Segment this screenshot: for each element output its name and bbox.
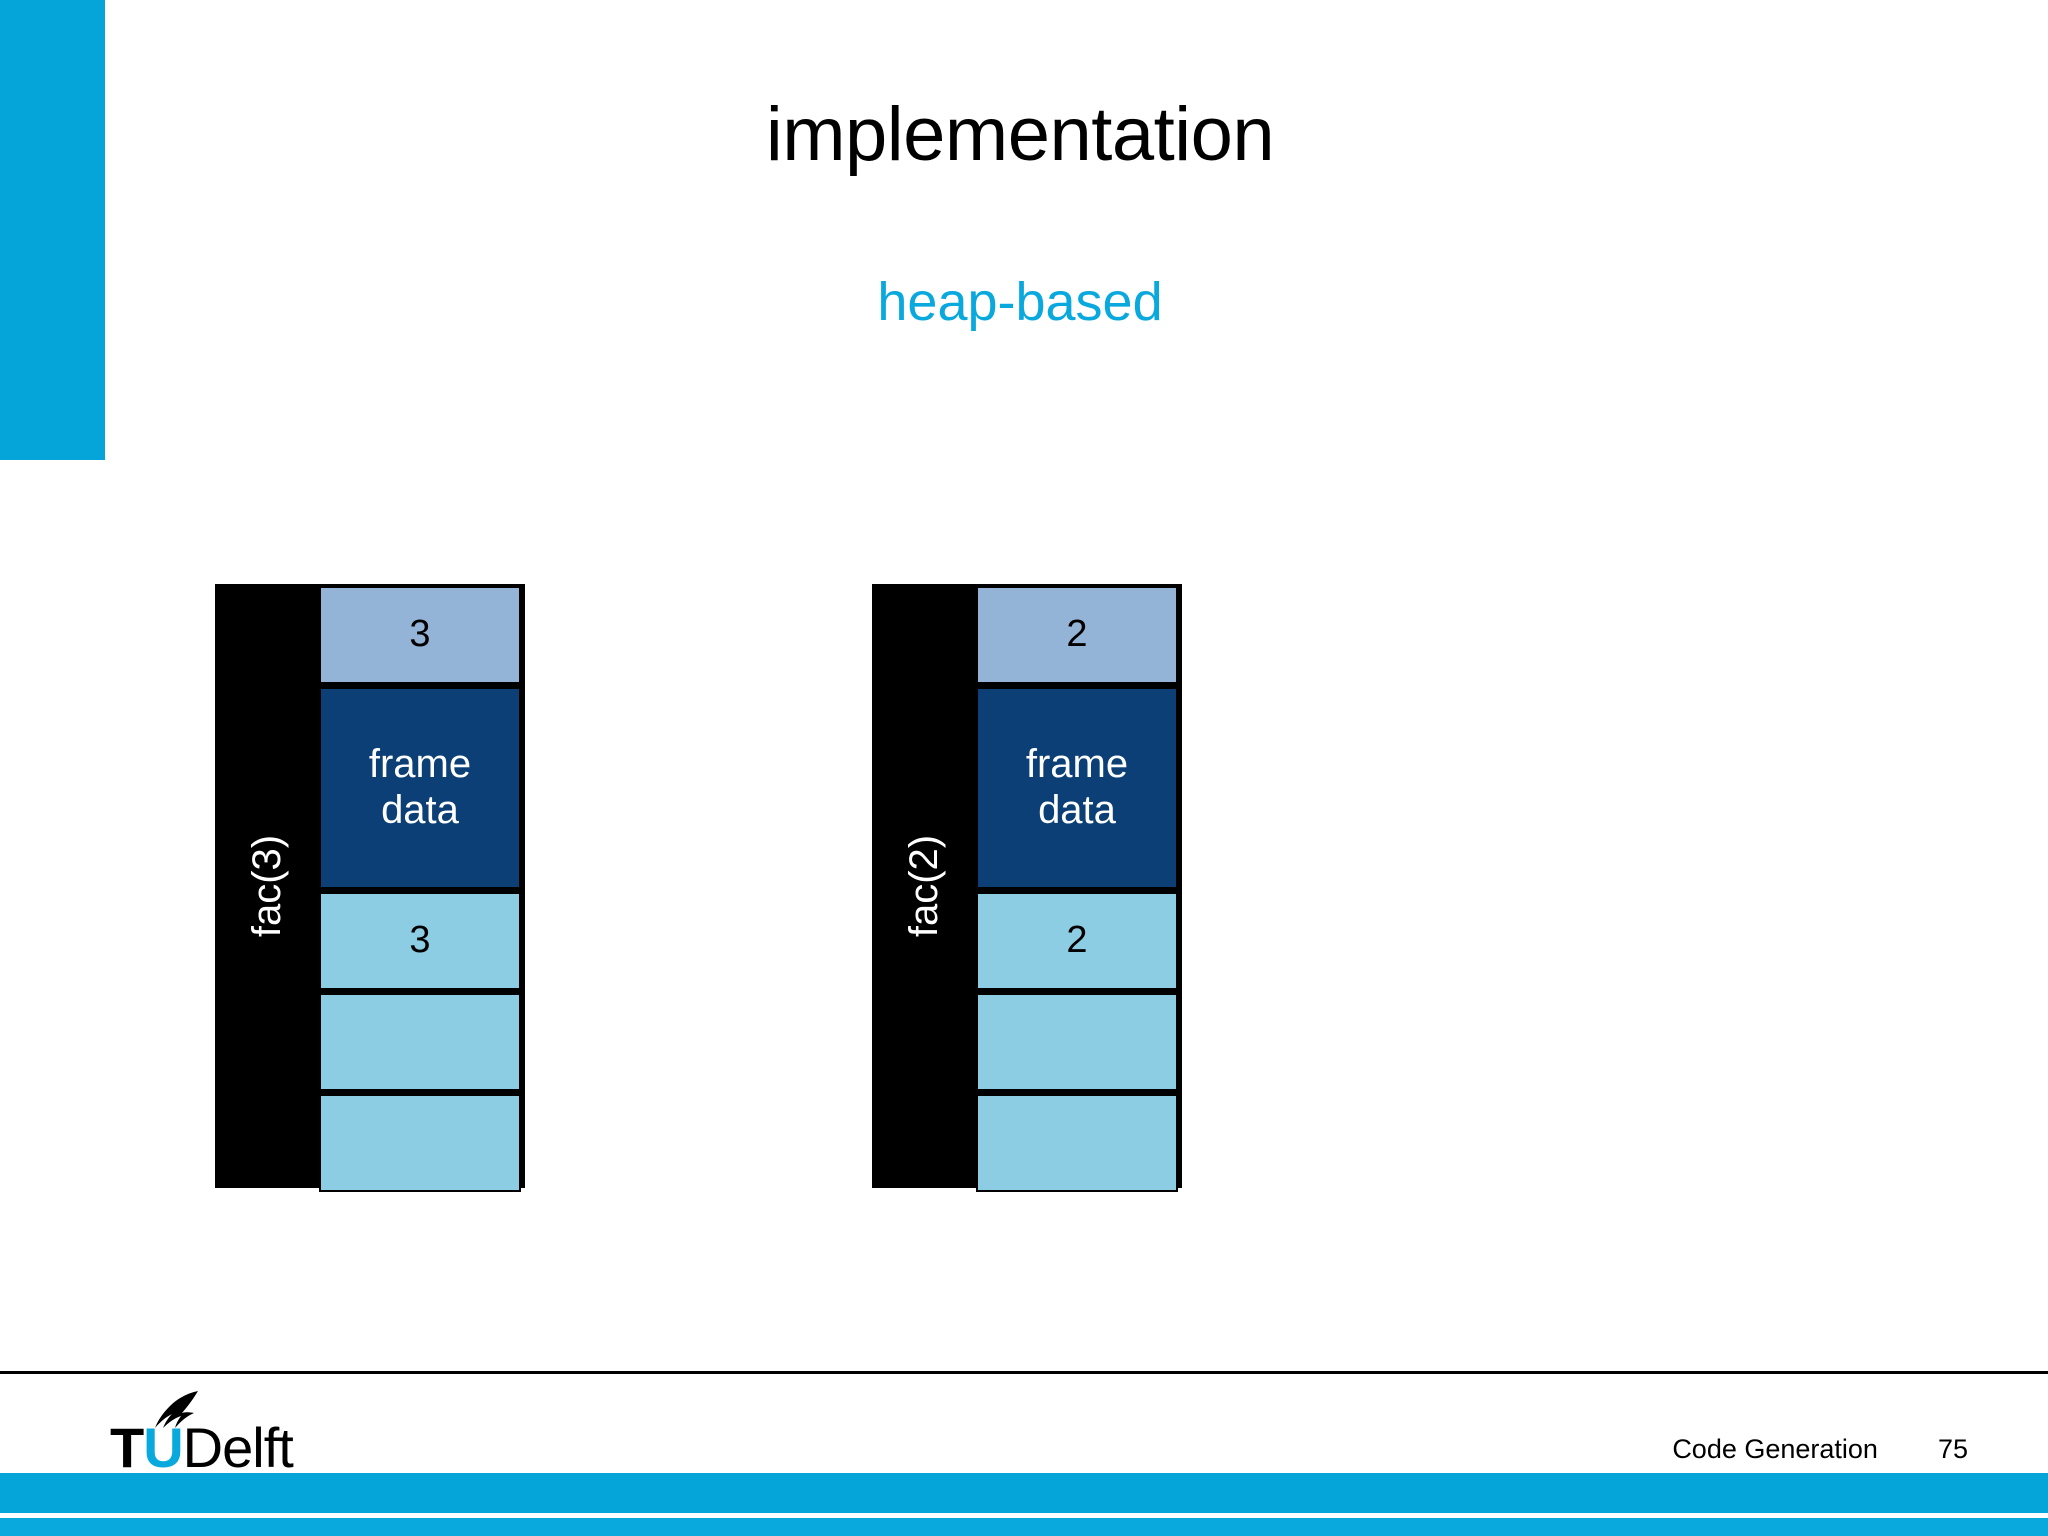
cell-empty-1	[319, 993, 521, 1091]
footer-meta: Code Generation 75	[1672, 1434, 1968, 1465]
bottom-accent-bar-secondary	[0, 1518, 2048, 1536]
footer-section-label: Code Generation	[1672, 1434, 1878, 1464]
footer-divider	[0, 1371, 2048, 1374]
frame-label-text: fac(2)	[902, 834, 946, 938]
cell-argument: 2	[976, 586, 1178, 684]
tudelft-logo: TUDelft	[110, 1390, 410, 1476]
bottom-accent-gap	[0, 1513, 2048, 1518]
cell-empty-1	[976, 993, 1178, 1091]
cell-empty-2	[319, 1094, 521, 1192]
frame-label-fac3: fac(3)	[215, 584, 319, 1188]
tudelft-wordmark: TUDelft	[110, 1420, 294, 1476]
logo-letter-t: T	[110, 1416, 144, 1479]
flame-icon	[155, 1391, 198, 1428]
bottom-accent-bar	[0, 1473, 2048, 1513]
frame-label-fac2: fac(2)	[872, 584, 976, 1188]
cell-argument: 3	[319, 586, 521, 684]
page-subtitle: heap-based	[877, 272, 1163, 332]
cell-value: 2	[976, 892, 1178, 990]
page-title: implementation	[765, 92, 1275, 177]
cell-empty-2	[976, 1094, 1178, 1192]
logo-word-delft: Delft	[182, 1416, 294, 1479]
footer-page-number: 75	[1937, 1434, 1968, 1464]
cell-value: 3	[319, 892, 521, 990]
logo-letter-u: U	[143, 1416, 183, 1479]
frame-label-text: fac(3)	[245, 834, 289, 938]
left-accent-bar	[0, 0, 105, 460]
